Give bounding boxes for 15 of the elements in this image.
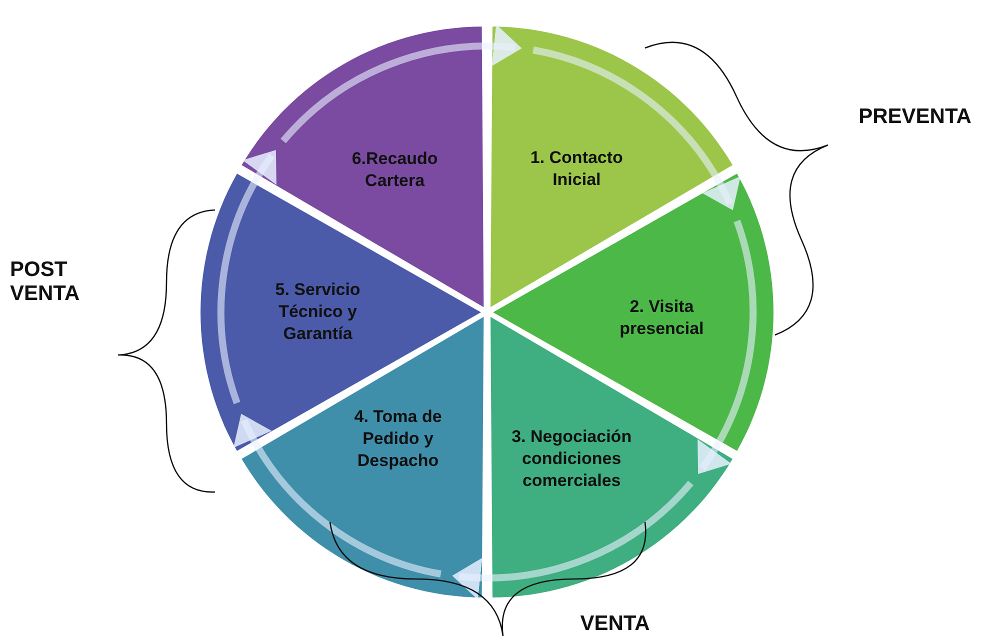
phase-label: VENTA bbox=[579, 612, 651, 636]
curved-arrow bbox=[696, 220, 756, 474]
curved-arrow bbox=[235, 414, 442, 578]
segment-label: 1. Contacto Inicial bbox=[529, 146, 624, 190]
segment-label: 2. Visita presencial bbox=[618, 296, 705, 340]
curved-arrow bbox=[218, 150, 278, 404]
segment-label: 5. Servicio Técnico y Garantía bbox=[274, 278, 362, 346]
curved-arrow bbox=[280, 26, 522, 144]
phase-label: POST VENTA bbox=[10, 258, 81, 306]
segment-label: 4. Toma de Pedido y Despacho bbox=[353, 406, 443, 472]
curved-arrow bbox=[452, 480, 694, 598]
curved-arrow bbox=[532, 46, 739, 210]
phase-label: PREVENTA bbox=[858, 105, 972, 129]
segment-label: 3. Negociación condiciones comerciales bbox=[510, 425, 633, 492]
segment-label: 6.Recaudo Cartera bbox=[350, 148, 439, 192]
